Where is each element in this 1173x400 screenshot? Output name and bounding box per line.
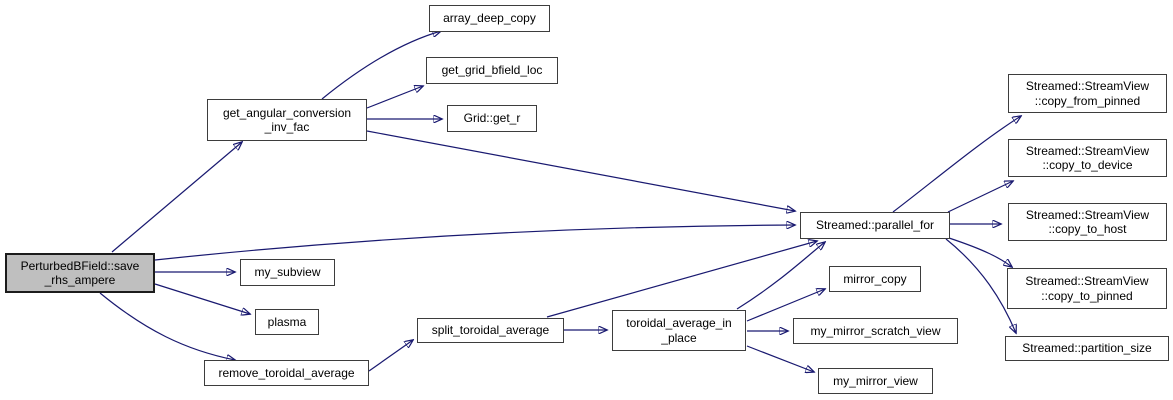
edge-get-angular--array-deep-copy [321, 31, 441, 100]
node-label: my_subview [254, 265, 321, 280]
edge-save-rhs-ampere--streamed-parallel-for [154, 225, 795, 261]
node-label: plasma [267, 314, 307, 329]
edge-toroidal-average-in-place--mirror-copy [746, 289, 825, 322]
node-label: get_grid_bfield_loc [441, 63, 543, 78]
node-get-angular-conversion-inv-fac[interactable]: get_angular_conversion _inv_fac [207, 99, 367, 141]
edge-remove-toroidal-average--split-toroidal-average [368, 340, 413, 372]
edge-save-rhs-ampere--get-angular-conversion-inv-fac [111, 142, 242, 253]
node-streamed-streamview-copy-to-host[interactable]: Streamed::StreamView ::copy_to_host [1008, 203, 1167, 241]
node-label: toroidal_average_in _place [626, 316, 732, 345]
edge-split-toroidal-average--streamed-parallel-for [546, 241, 817, 318]
node-my-mirror-scratch-view[interactable]: my_mirror_scratch_view [793, 318, 958, 344]
edge-get-angular--streamed-parallel-for [366, 130, 795, 211]
node-mirror-copy[interactable]: mirror_copy [829, 266, 921, 292]
node-streamed-streamview-copy-to-device[interactable]: Streamed::StreamView ::copy_to_device [1008, 139, 1167, 177]
edge-save-rhs-ampere--remove-toroidal-average [99, 292, 235, 360]
edge-save-rhs-ampere--plasma [154, 283, 250, 314]
edge-streamed-parallel-for--copy-from-pinned [892, 116, 1021, 213]
edge-toroidal-average-in-place--my-mirror-view [746, 345, 814, 372]
node-streamed-partition-size[interactable]: Streamed::partition_size [1005, 336, 1169, 361]
node-plasma[interactable]: plasma [255, 309, 319, 335]
node-label: mirror_copy [843, 271, 907, 286]
node-label: Streamed::StreamView ::copy_to_device [1025, 143, 1150, 172]
node-label: PerturbedBField::save _rhs_ampere [20, 258, 140, 287]
node-label: Streamed::StreamView ::copy_to_host [1025, 207, 1150, 236]
node-my-mirror-view[interactable]: my_mirror_view [818, 368, 933, 394]
edge-streamed-parallel-for--copy-to-device [947, 181, 1013, 213]
edge-streamed-parallel-for--copy-to-pinned [948, 237, 1012, 267]
node-label: remove_toroidal_average [218, 365, 355, 380]
node-label: Streamed::StreamView ::copy_from_pinned [1025, 79, 1150, 108]
edge-toroidal-average-in-place--streamed-parallel-for [736, 242, 825, 310]
node-streamed-streamview-copy-to-pinned[interactable]: Streamed::StreamView ::copy_to_pinned [1007, 268, 1167, 309]
node-my-subview[interactable]: my_subview [240, 259, 335, 286]
node-label: my_mirror_scratch_view [810, 323, 941, 338]
node-label: get_angular_conversion _inv_fac [222, 105, 352, 134]
node-streamed-parallel-for[interactable]: Streamed::parallel_for [800, 212, 950, 239]
node-label: my_mirror_view [833, 373, 918, 388]
node-label: Streamed::parallel_for [815, 218, 935, 233]
node-grid-get-r[interactable]: Grid::get_r [447, 105, 537, 132]
node-label: Streamed::StreamView ::copy_to_pinned [1025, 274, 1149, 303]
node-streamed-streamview-copy-from-pinned[interactable]: Streamed::StreamView ::copy_from_pinned [1008, 74, 1167, 113]
node-toroidal-average-in-place[interactable]: toroidal_average_in _place [612, 310, 746, 351]
node-label: Grid::get_r [463, 111, 521, 126]
node-label: split_toroidal_average [431, 323, 550, 338]
node-perturbedbfield-save-rhs-ampere: PerturbedBField::save _rhs_ampere [5, 253, 155, 293]
node-label: Streamed::partition_size [1022, 341, 1152, 356]
node-remove-toroidal-average[interactable]: remove_toroidal_average [204, 360, 369, 386]
node-get-grid-bfield-loc[interactable]: get_grid_bfield_loc [426, 57, 558, 84]
edge-get-angular--get-grid-bfield-loc [366, 86, 423, 109]
node-label: array_deep_copy [443, 11, 536, 26]
node-array-deep-copy[interactable]: array_deep_copy [429, 5, 550, 32]
node-split-toroidal-average[interactable]: split_toroidal_average [417, 318, 564, 343]
